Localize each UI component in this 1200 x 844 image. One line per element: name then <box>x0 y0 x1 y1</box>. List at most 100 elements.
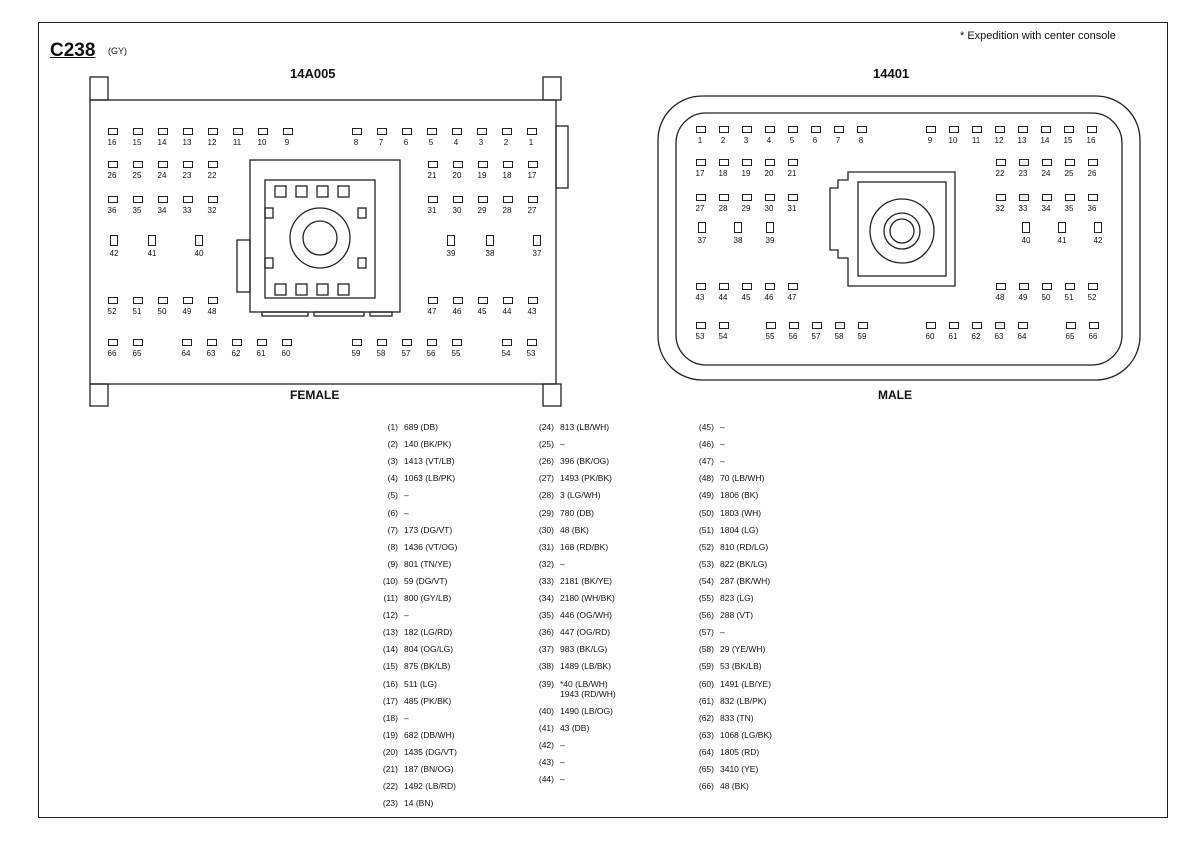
male-pin-cavity-23 <box>1019 159 1029 166</box>
pinout-pin: (65) <box>698 764 714 774</box>
male-pin-cavity-39 <box>766 222 774 233</box>
female-pin-cavity-45 <box>478 297 488 304</box>
pinout-row-40: (40)1490 (LB/OG) <box>524 706 613 717</box>
male-pin-cavity-53 <box>696 322 706 329</box>
pinout-row-65: (65)3410 (YE) <box>684 764 758 775</box>
pinout-pin: (2) <box>387 439 398 450</box>
pinout-pin: (54) <box>698 575 714 586</box>
female-pin-number-22: 22 <box>207 171 217 180</box>
female-pin-cavity-65 <box>133 339 143 346</box>
female-pin-number-27: 27 <box>527 206 537 215</box>
female-label: FEMALE <box>290 388 340 402</box>
female-pin-number-12: 12 <box>207 138 217 147</box>
female-pin-cavity-38 <box>486 235 494 246</box>
pinout-pin: (64) <box>698 746 714 757</box>
male-pin-number-64: 64 <box>1017 332 1027 341</box>
male-pin-cavity-64 <box>1018 322 1028 329</box>
female-pin-number-29: 29 <box>477 206 487 215</box>
pinout-row-66: (66)48 (BK) <box>684 781 749 792</box>
pinout-pin: (59) <box>698 661 714 672</box>
male-pin-number-14: 14 <box>1040 136 1050 145</box>
pinout-circuit: 1805 (RD) <box>720 746 760 757</box>
pinout-row-13: (13)182 (LG/RD) <box>368 627 452 638</box>
male-pin-cavity-61 <box>949 322 959 329</box>
female-pin-cavity-52 <box>108 297 118 304</box>
pinout-pin: (48) <box>698 473 714 484</box>
male-pin-number-53: 53 <box>695 332 705 341</box>
female-pin-cavity-51 <box>133 297 143 304</box>
pinout-row-20: (20)1435 (DG/VT) <box>368 747 457 758</box>
pinout-row-12: (12)– <box>368 610 409 621</box>
male-pin-cavity-62 <box>972 322 982 329</box>
male-pin-cavity-16 <box>1087 126 1097 133</box>
pinout-circuit: 70 (LB/WH) <box>720 473 765 484</box>
male-pin-cavity-29 <box>742 194 752 201</box>
pinout-pin: (52) <box>698 541 714 552</box>
male-pin-number-33: 33 <box>1018 204 1028 213</box>
female-pin-cavity-35 <box>133 196 143 203</box>
female-pin-number-23: 23 <box>182 171 192 180</box>
pinout-pin: (38) <box>538 661 554 672</box>
pinout-circuit: 1491 (LB/YE) <box>720 678 772 689</box>
pinout-pin: (26) <box>538 456 554 467</box>
pinout-row-18: (18)– <box>368 713 409 724</box>
pinout-circuit: 1068 (LG/BK) <box>720 729 772 740</box>
male-pin-cavity-27 <box>696 194 706 201</box>
pinout-pin: (35) <box>538 610 554 621</box>
male-pin-number-45: 45 <box>741 293 751 302</box>
pinout-row-29: (29)780 (DB) <box>524 508 594 519</box>
male-pin-cavity-8 <box>857 126 867 133</box>
female-housing-body <box>89 99 557 385</box>
female-pin-number-34: 34 <box>157 206 167 215</box>
female-pin-number-21: 21 <box>427 171 437 180</box>
male-housing-outer <box>657 95 1141 381</box>
female-pin-number-48: 48 <box>207 307 217 316</box>
male-pin-number-39: 39 <box>765 236 775 245</box>
pinout-pin: (8) <box>387 541 398 552</box>
pinout-circuit: – <box>560 439 565 450</box>
male-pin-cavity-33 <box>1019 194 1029 201</box>
male-pin-number-22: 22 <box>995 169 1005 178</box>
pinout-circuit: 1436 (VT/OG) <box>404 541 458 552</box>
pinout-row-26: (26)396 (BK/OG) <box>524 456 609 467</box>
male-pin-number-51: 51 <box>1064 293 1074 302</box>
female-pin-cavity-5 <box>427 128 437 135</box>
female-pin-cavity-40 <box>195 235 203 246</box>
pinout-row-60: (60)1491 (LB/YE) <box>684 679 771 690</box>
male-pin-number-59: 59 <box>857 332 867 341</box>
female-pin-cavity-30 <box>453 196 463 203</box>
pinout-circuit: 1804 (LG) <box>720 524 759 535</box>
pinout-row-11: (11)800 (GY/LB) <box>368 593 452 604</box>
female-pin-number-43: 43 <box>527 307 537 316</box>
female-pin-cavity-53 <box>527 339 537 346</box>
pinout-row-31: (31)168 (RD/BK) <box>524 542 608 553</box>
female-pin-cavity-58 <box>377 339 387 346</box>
female-pin-cavity-34 <box>158 196 168 203</box>
female-pin-cavity-21 <box>428 161 438 168</box>
male-pin-number-42: 42 <box>1093 236 1103 245</box>
female-pin-number-15: 15 <box>132 138 142 147</box>
pinout-pin: (40) <box>538 705 554 716</box>
pinout-circuit: 2180 (WH/BK) <box>560 593 615 603</box>
male-pin-number-31: 31 <box>787 204 797 213</box>
pinout-circuit: 823 (LG) <box>720 593 754 603</box>
female-pin-number-25: 25 <box>132 171 142 180</box>
pinout-pin: (10) <box>382 575 398 586</box>
male-pin-cavity-59 <box>858 322 868 329</box>
pinout-circuit: *40 (LB/WH) <box>560 678 608 689</box>
female-pin-cavity-9 <box>283 128 293 135</box>
female-pin-cavity-4 <box>452 128 462 135</box>
pinout-row-37: (37)983 (BK/LG) <box>524 644 607 655</box>
female-part-number: 14A005 <box>290 66 336 81</box>
female-pin-number-37: 37 <box>532 249 542 258</box>
male-pin-number-9: 9 <box>927 136 933 145</box>
female-pin-cavity-1 <box>527 128 537 135</box>
male-pin-number-50: 50 <box>1041 293 1051 302</box>
female-pin-cavity-57 <box>402 339 412 346</box>
male-pin-cavity-21 <box>788 159 798 166</box>
pinout-circuit: – <box>404 490 409 501</box>
pinout-row-4: (4)1063 (LB/PK) <box>368 473 455 484</box>
female-pin-cavity-49 <box>183 297 193 304</box>
pinout-circuit: 43 (DB) <box>560 722 590 733</box>
male-pin-cavity-52 <box>1088 283 1098 290</box>
